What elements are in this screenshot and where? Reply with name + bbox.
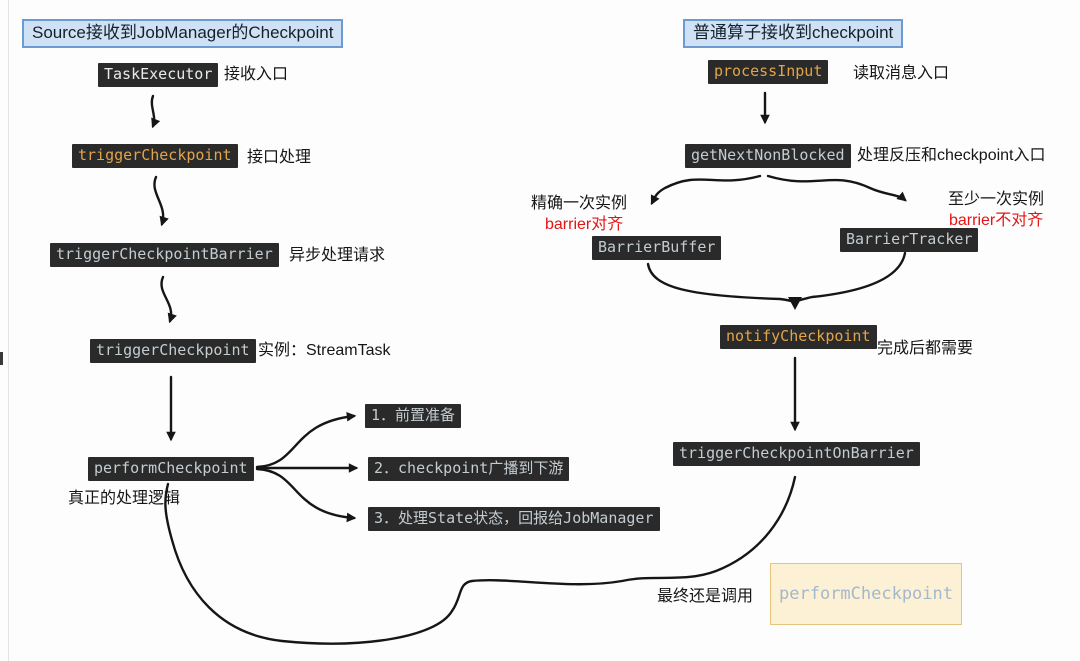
- code-box-perform-checkpoint: performCheckpoint: [88, 457, 254, 481]
- right-flow-title: 普通算子接收到checkpoint: [683, 19, 904, 48]
- arrow-barrier-to-streamtask: [160, 275, 177, 324]
- code-box-barrier-buffer: BarrierBuffer: [592, 236, 722, 260]
- arrow-perform-to-substep3: [255, 467, 357, 523]
- arrow-getnext-to-barriertracker: [766, 174, 907, 202]
- label-barrier-unaligned: barrier不对齐: [949, 212, 1044, 229]
- substep-3-box: 3．处理State状态，回报给JobManager: [368, 507, 660, 531]
- label-at-least-once: 至少一次实例: [948, 191, 1045, 208]
- substep-2-box: 2．checkpoint广播到下游: [368, 457, 570, 481]
- final-perform-checkpoint-box: performCheckpoint: [770, 563, 962, 625]
- note-streamtask-instance: 实例：StreamTask: [258, 342, 391, 359]
- code-box-trigger-checkpoint-on-barrier: triggerCheckpointOnBarrier: [673, 442, 920, 466]
- note-final-call: 最终还是调用: [657, 588, 754, 605]
- clipped-edge-artifact: [0, 352, 3, 365]
- note-notify-checkpoint: 完成后都需要: [877, 340, 974, 357]
- code-box-barrier-tracker: BarrierTracker: [840, 228, 979, 252]
- arrow-perform-to-substep1: [255, 412, 357, 469]
- final-perform-checkpoint-label: performCheckpoint: [779, 584, 953, 604]
- note-task-executor: 接收入口: [224, 66, 289, 83]
- code-box-trigger-checkpoint: triggerCheckpoint: [72, 144, 238, 168]
- arrow-triggercheckpoint-to-barrier: [153, 175, 169, 227]
- note-perform-checkpoint: 真正的处理逻辑: [68, 490, 181, 507]
- label-exactly-once: 精确一次实例: [531, 195, 628, 212]
- connector-triggeronbarrier-to-performcheckpoint: [164, 475, 797, 645]
- arrow-taskexecutor-to-triggercheckpoint: [150, 94, 161, 129]
- connector-barriertracker-to-notify: [793, 251, 907, 304]
- label-barrier-aligned: barrier对齐: [545, 216, 624, 233]
- code-box-trigger-checkpoint-barrier: triggerCheckpointBarrier: [50, 243, 279, 267]
- arrowhead-notifycheckpoint: [788, 297, 802, 310]
- page-edge-line: [8, 0, 9, 661]
- note-trigger-checkpoint-barrier: 异步处理请求: [289, 247, 386, 264]
- left-flow-title: Source接收到JobManager的Checkpoint: [22, 19, 344, 48]
- note-get-next-non-blocked: 处理反压和checkpoint入口: [857, 147, 1046, 164]
- code-box-get-next-non-blocked: getNextNonBlocked: [685, 144, 851, 168]
- substep-1-box: 1．前置准备: [365, 404, 462, 428]
- code-box-process-input: processInput: [708, 60, 829, 84]
- connector-barrierbuffer-to-notify: [646, 262, 797, 304]
- note-process-input: 读取消息入口: [853, 65, 950, 82]
- code-box-notify-checkpoint: notifyCheckpoint: [720, 325, 877, 349]
- note-trigger-checkpoint: 接口处理: [247, 149, 312, 166]
- code-box-task-executor: TaskExecutor: [98, 63, 219, 87]
- arrow-getnext-to-barrierbuffer: [650, 174, 762, 206]
- code-box-trigger-checkpoint-streamtask: triggerCheckpoint: [90, 339, 256, 363]
